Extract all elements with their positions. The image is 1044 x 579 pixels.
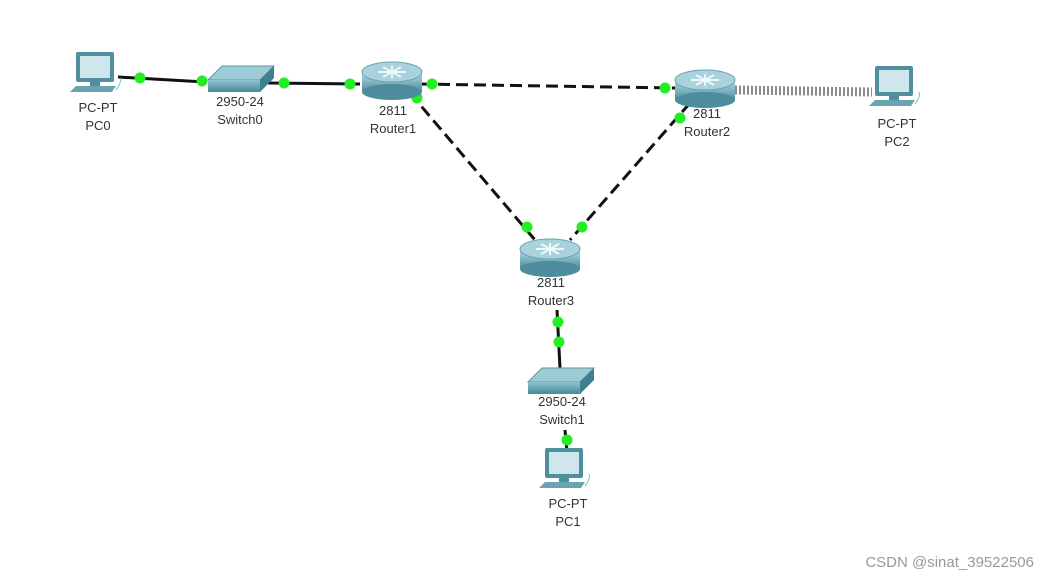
device-name-label: PC2 <box>884 134 909 149</box>
pc2-device[interactable]: PC-PT PC2 <box>869 66 920 149</box>
device-name-label: Router2 <box>684 124 730 139</box>
link-router2-router3[interactable] <box>568 102 692 241</box>
router-icon <box>361 61 423 100</box>
link-router2-pc2[interactable] <box>734 85 873 97</box>
device-name-label: Switch1 <box>539 412 585 427</box>
pc0-device[interactable]: PC-PT PC0 <box>70 52 121 133</box>
link-status-dot <box>278 77 290 89</box>
device-model-label: 2950-24 <box>538 394 586 409</box>
link-status-dot <box>659 82 671 94</box>
device-model-label: PC-PT <box>549 496 588 511</box>
device-model-label: 2811 <box>693 106 721 121</box>
device-name-label: Switch0 <box>217 112 263 127</box>
pc-icon <box>70 52 121 92</box>
switch-icon <box>206 65 276 92</box>
link-router1-router2[interactable] <box>419 82 676 90</box>
device-name-label: Router1 <box>370 121 416 136</box>
pc1-device[interactable]: PC-PT PC1 <box>539 448 590 529</box>
switch-icon <box>526 367 596 394</box>
device-model-label: PC-PT <box>878 116 917 131</box>
link-status-dot <box>196 75 208 87</box>
device-name-label: PC1 <box>555 514 580 529</box>
link-status-dot <box>134 72 146 84</box>
pc-icon <box>539 448 590 488</box>
link-status-dot <box>576 221 588 233</box>
link-status-dot <box>561 434 573 446</box>
link-status-dot <box>344 78 356 90</box>
router-icon <box>519 238 581 277</box>
device-name-label: Router3 <box>528 293 574 308</box>
link-pc0-switch0[interactable] <box>117 75 206 84</box>
link-status-dot <box>553 336 565 348</box>
watermark: CSDN @sinat_39522506 <box>865 554 1034 571</box>
router-icon <box>674 69 736 108</box>
link-status-dot <box>552 316 564 328</box>
device-model-label: 2811 <box>537 275 565 290</box>
pc-icon <box>869 66 920 106</box>
device-model-label: PC-PT <box>79 100 118 115</box>
link-status-dot <box>674 112 686 124</box>
device-model-label: 2811 <box>379 103 407 118</box>
device-name-label: PC0 <box>85 118 110 133</box>
link-status-dot <box>426 78 438 90</box>
link-router1-router3[interactable] <box>408 92 537 241</box>
link-status-dot <box>521 221 533 233</box>
device-model-label: 2950-24 <box>216 94 264 109</box>
